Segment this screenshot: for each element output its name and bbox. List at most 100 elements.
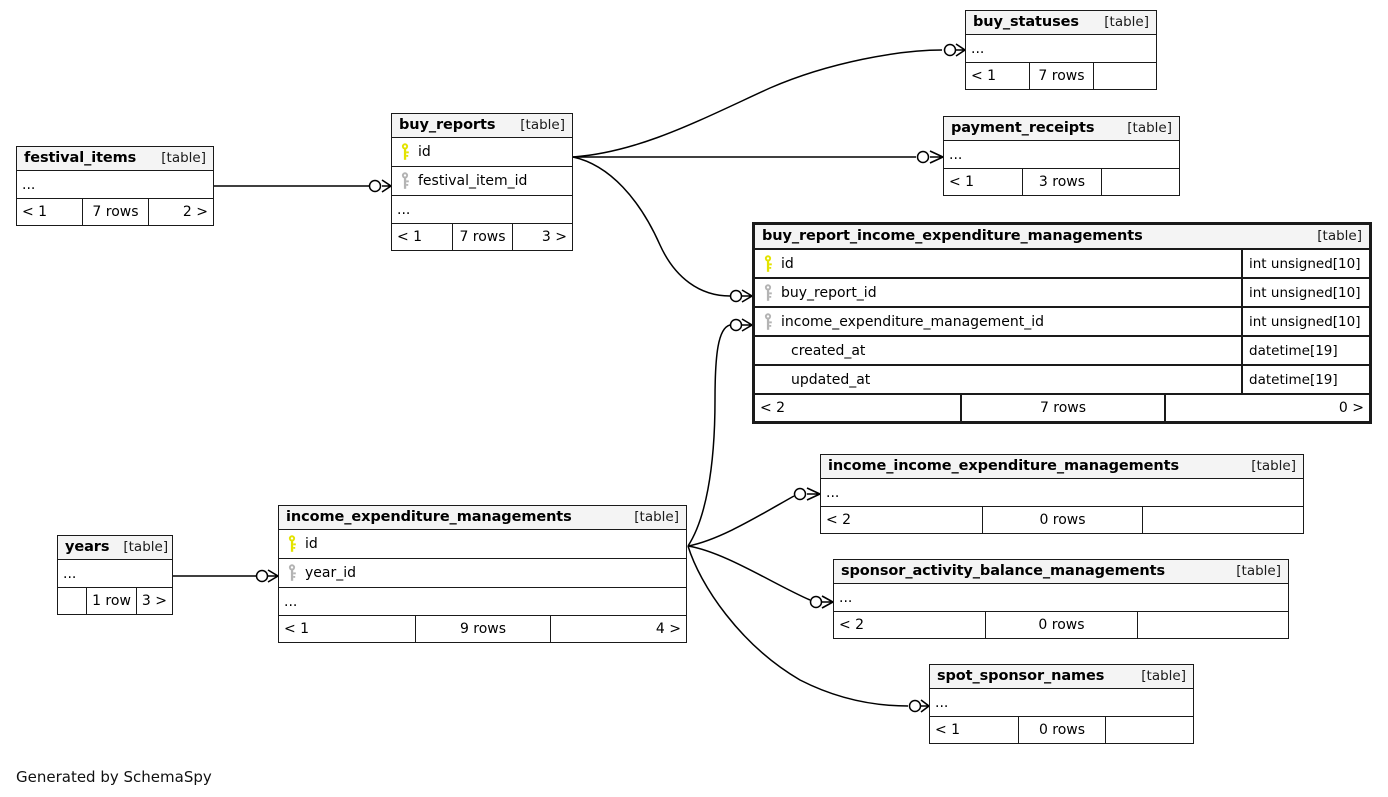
footer-rowcount: 3 rows xyxy=(1022,169,1100,195)
column-name: created_at xyxy=(791,342,866,359)
column-type: int unsigned[10] xyxy=(1241,250,1369,277)
collapsed-columns-ellipsis[interactable]: ... xyxy=(930,689,1193,717)
column-row-festival_item_id[interactable]: festival_item_id xyxy=(392,167,572,196)
column-row-buy_report_id[interactable]: buy_report_id int unsigned[10] xyxy=(755,279,1369,308)
column-name: id xyxy=(418,144,431,160)
column-row-id[interactable]: id xyxy=(279,530,686,559)
column-type: datetime[19] xyxy=(1241,337,1369,364)
table-kind-label: [table] xyxy=(1251,458,1296,474)
column-name: year_id xyxy=(305,565,357,581)
column-type: int unsigned[10] xyxy=(1241,308,1369,335)
column-name: buy_report_id xyxy=(781,284,877,301)
collapsed-columns-ellipsis[interactable]: ... xyxy=(17,171,213,199)
table-header-years: years[table] xyxy=(58,536,172,560)
collapsed-columns-ellipsis[interactable]: ... xyxy=(966,35,1156,63)
column-type: int unsigned[10] xyxy=(1241,279,1369,306)
edge-iem-sponsor-activity xyxy=(687,545,835,609)
footer-parents: < 1 xyxy=(284,621,310,637)
column-main: festival_item_id xyxy=(392,167,572,195)
table-header-buy_reports: buy_reports[table] xyxy=(392,114,572,138)
footer-rowcount: 0 rows xyxy=(985,612,1136,638)
column-main: id xyxy=(755,250,1241,277)
table-node-income_income_expenditure_managements[interactable]: income_income_expenditure_managements[ta… xyxy=(820,454,1304,534)
column-row-id[interactable]: id int unsigned[10] xyxy=(755,250,1369,279)
footer-rowcount: 1 row xyxy=(86,588,136,614)
column-name: id xyxy=(781,255,794,272)
footer-rowcount: 0 rows xyxy=(981,507,1143,533)
footer-parents: < 1 xyxy=(935,722,961,738)
table-title: festival_items xyxy=(24,150,137,166)
foreign-key-icon xyxy=(398,172,414,190)
footer-parents: < 1 xyxy=(971,68,997,84)
footer-rowcount: 0 rows xyxy=(1017,717,1106,743)
column-main: id xyxy=(392,138,572,166)
edge-buy-reports-bulk-join xyxy=(572,156,754,303)
column-type: datetime[19] xyxy=(1241,366,1369,393)
collapsed-columns-ellipsis[interactable]: ... xyxy=(392,196,572,224)
table-title: years xyxy=(65,539,110,555)
footer-children xyxy=(1105,717,1193,743)
footer-children xyxy=(1100,169,1179,195)
edge-iem-income-income xyxy=(687,487,822,547)
table-title: spot_sponsor_names xyxy=(937,668,1105,684)
footer-parents: < 2 xyxy=(760,400,786,416)
collapsed-columns-ellipsis[interactable]: ... xyxy=(944,141,1179,169)
column-row-created_at[interactable]: created_at datetime[19] xyxy=(755,337,1369,366)
table-header-buy_statuses: buy_statuses [table] xyxy=(966,11,1156,35)
primary-key-icon xyxy=(285,535,301,553)
footer-rowcount: 7 rows xyxy=(1029,63,1092,89)
table-header-income_income_expenditure_managements: income_income_expenditure_managements[ta… xyxy=(821,455,1303,479)
footer-rowcount: 9 rows xyxy=(414,616,551,642)
footer-rowcount: 7 rows xyxy=(452,224,512,250)
footer-children: 3 > xyxy=(135,588,172,614)
foreign-key-icon xyxy=(761,283,777,302)
collapsed-columns-ellipsis[interactable]: ... xyxy=(279,588,686,616)
table-node-buy_report_income_expenditure_managements[interactable]: buy_report_income_expenditure_management… xyxy=(752,222,1372,424)
table-node-sponsor_activity_balance_managements[interactable]: sponsor_activity_balance_managements[tab… xyxy=(833,559,1289,639)
column-name: id xyxy=(305,536,318,552)
footer-children: 2 > xyxy=(147,199,213,225)
edge-years-iem xyxy=(173,569,280,583)
footer-parents: < 2 xyxy=(839,617,865,633)
collapsed-columns-ellipsis[interactable]: ... xyxy=(821,479,1303,507)
collapsed-columns-ellipsis[interactable]: ... xyxy=(58,560,172,588)
column-row-id[interactable]: id xyxy=(392,138,572,167)
table-header-spot_sponsor_names: spot_sponsor_names [table] xyxy=(930,665,1193,689)
column-main: updated_at xyxy=(755,366,1241,393)
footer-children xyxy=(1092,63,1156,89)
footer-children xyxy=(1136,612,1288,638)
primary-key-icon xyxy=(761,254,777,273)
footer-rowcount: 7 rows xyxy=(82,199,147,225)
table-kind-label: [table] xyxy=(520,117,565,133)
footer-parents xyxy=(58,588,86,614)
table-node-buy_statuses[interactable]: buy_statuses [table]... < 1 7 rows xyxy=(965,10,1157,90)
edge-buy-reports-buy-statuses xyxy=(572,43,967,158)
column-main: year_id xyxy=(279,559,686,587)
foreign-key-icon xyxy=(285,564,301,582)
table-node-spot_sponsor_names[interactable]: spot_sponsor_names [table]... < 1 0 rows xyxy=(929,664,1194,744)
table-kind-label: [table] xyxy=(1141,668,1186,684)
edge-iem-bulk-join xyxy=(687,318,754,547)
collapsed-columns-ellipsis[interactable]: ... xyxy=(834,584,1288,612)
foreign-key-icon xyxy=(761,312,777,331)
primary-key-icon xyxy=(398,143,414,161)
column-row-year_id[interactable]: year_id xyxy=(279,559,686,588)
table-kind-label: [table] xyxy=(1104,14,1149,30)
footer-children: 0 > xyxy=(1164,395,1369,421)
table-title: payment_receipts xyxy=(951,120,1095,136)
table-header-payment_receipts: payment_receipts[table] xyxy=(944,117,1179,141)
column-main: buy_report_id xyxy=(755,279,1241,306)
table-header-sponsor_activity_balance_managements: sponsor_activity_balance_managements[tab… xyxy=(834,560,1288,584)
table-title: buy_statuses xyxy=(973,14,1079,30)
